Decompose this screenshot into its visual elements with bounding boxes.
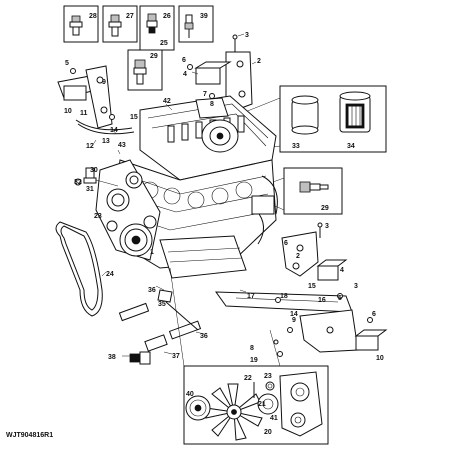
fan-detail-box xyxy=(169,267,329,445)
callout-9b: 9 xyxy=(292,317,296,324)
callout-9: 9 xyxy=(102,79,106,86)
callout-23: 23 xyxy=(94,213,102,220)
right-mount-assembly xyxy=(187,34,253,111)
callout-29: 29 xyxy=(150,53,158,60)
callout-2b: 2 xyxy=(296,253,300,260)
left-mount-assembly xyxy=(57,65,135,135)
callout-26: 26 xyxy=(163,13,171,20)
front-sensor-assembly xyxy=(74,167,119,187)
callout-25: 25 xyxy=(160,40,168,47)
callout-15b: 15 xyxy=(308,283,316,290)
callout-34: 34 xyxy=(347,143,355,150)
callout-43: 43 xyxy=(118,142,126,149)
callout-1: 1 xyxy=(150,249,154,256)
callout-36b: 36 xyxy=(200,333,208,340)
callout-21: 21 xyxy=(258,401,266,408)
callout-6: 6 xyxy=(182,57,186,64)
callout-4: 4 xyxy=(183,71,187,78)
figure-code: WJT904816R1 xyxy=(6,432,54,439)
callout-3c: 3 xyxy=(354,283,358,290)
callout-39: 39 xyxy=(200,13,208,20)
callout-2: 2 xyxy=(257,58,261,65)
sensor-callout-box xyxy=(261,167,343,215)
callout-31: 31 xyxy=(86,186,94,193)
callout-22: 22 xyxy=(244,375,252,382)
callout-8b: 8 xyxy=(250,345,254,352)
callout-11: 11 xyxy=(80,110,88,117)
callout-5b: 5 xyxy=(338,295,342,302)
callout-8: 8 xyxy=(210,101,214,108)
callout-10: 10 xyxy=(64,108,72,115)
callout-30: 30 xyxy=(90,167,98,174)
callout-36: 36 xyxy=(148,287,156,294)
callout-37: 37 xyxy=(172,353,180,360)
callout-5: 5 xyxy=(65,60,69,67)
callout-29b: 29 xyxy=(321,205,329,212)
callout-18: 18 xyxy=(280,293,288,300)
callout-labels: 28 27 26 39 3 25 29 5 4 2 6 7 8 42 9 10 … xyxy=(64,13,384,436)
callout-6b: 6 xyxy=(284,240,288,247)
callout-40: 40 xyxy=(186,391,194,398)
filter-detail-box xyxy=(239,85,387,153)
callout-6c: 6 xyxy=(372,311,376,318)
callout-42: 42 xyxy=(163,98,171,105)
callout-4b: 4 xyxy=(340,267,344,274)
callout-27: 27 xyxy=(126,13,134,20)
callout-14: 14 xyxy=(110,127,118,134)
lower-right-mount-assembly xyxy=(215,222,388,357)
lower-fittings xyxy=(118,289,202,365)
callout-3: 3 xyxy=(245,32,249,39)
callout-3b: 3 xyxy=(325,223,329,230)
callout-14b: 14 xyxy=(290,311,298,318)
callout-24: 24 xyxy=(106,271,114,278)
callout-33: 33 xyxy=(292,143,300,150)
callout-19: 19 xyxy=(250,357,258,364)
callout-20: 20 xyxy=(264,429,272,436)
engine-block xyxy=(95,95,278,279)
callout-23b: 23 xyxy=(264,373,272,380)
leader-lines xyxy=(91,33,257,357)
callout-12: 12 xyxy=(86,143,94,150)
callout-17: 17 xyxy=(247,293,255,300)
callout-7: 7 xyxy=(203,91,207,98)
drive-belt xyxy=(55,221,103,317)
callout-28: 28 xyxy=(89,13,97,20)
callout-13: 13 xyxy=(102,138,110,145)
sensor-detail-boxes xyxy=(63,5,214,91)
callout-41: 41 xyxy=(270,415,278,422)
callout-35: 35 xyxy=(158,301,166,308)
callout-16: 16 xyxy=(318,297,326,304)
callout-15: 15 xyxy=(130,114,138,121)
callout-10b: 10 xyxy=(376,355,384,362)
callout-38: 38 xyxy=(108,354,116,361)
callout-32: 32 xyxy=(74,179,82,186)
